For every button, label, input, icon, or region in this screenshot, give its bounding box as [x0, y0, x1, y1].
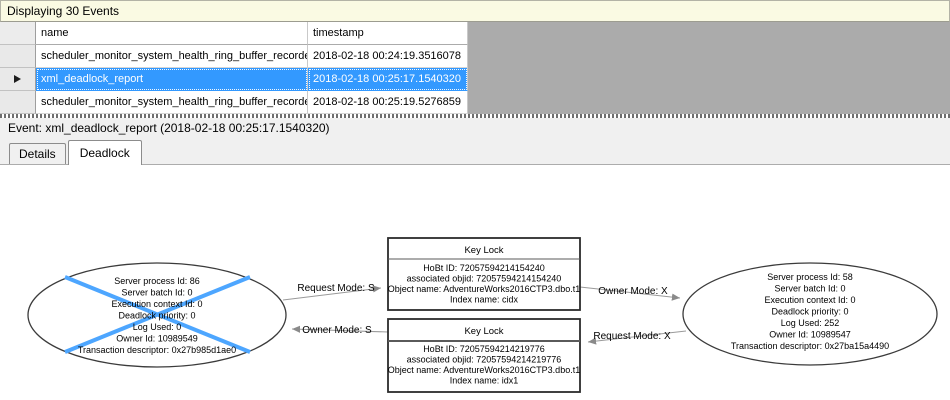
row-selector[interactable]: [0, 45, 36, 68]
owner-line: Owner Id: 10989547: [769, 330, 851, 340]
resource-node-top[interactable]: Key Lock HoBt ID: 72057594214154240 asso…: [387, 237, 581, 311]
edge-owner-mode-s: [291, 325, 389, 333]
resource-line: HoBt ID: 72057594214154240: [423, 263, 545, 273]
cell-name[interactable]: scheduler_monitor_system_health_ring_buf…: [36, 45, 308, 68]
victim-line: Server batch Id: 0: [121, 288, 192, 298]
resource-line: Index name: cidx: [450, 295, 519, 305]
event-summary-label: Event: xml_deadlock_report (2018-02-18 0…: [8, 121, 330, 135]
tab-details[interactable]: Details: [9, 143, 66, 164]
owner-line: Deadlock priority: 0: [771, 307, 848, 317]
tab-deadlock[interactable]: Deadlock: [67, 140, 142, 165]
owner-line: Transaction descriptor: 0x27ba15a4490: [731, 341, 889, 351]
victim-line: Deadlock priority: 0: [118, 311, 195, 321]
events-count-label: Displaying 30 Events: [7, 4, 120, 18]
pane-splitter-handle[interactable]: [0, 114, 950, 118]
resource-node-bottom[interactable]: Key Lock HoBt ID: 72057594214219776 asso…: [387, 318, 581, 393]
event-row[interactable]: scheduler_monitor_system_health_ring_buf…: [0, 91, 950, 114]
owner-line: Log Used: 252: [781, 318, 840, 328]
process-node-owner[interactable]: Server process Id: 58 Server batch Id: 0…: [682, 262, 938, 366]
victim-line: Transaction descriptor: 0x27b985d1ae0: [78, 345, 236, 355]
resource-title: Key Lock: [464, 326, 503, 337]
cell-timestamp[interactable]: 2018-02-18 00:25:17.1540320: [308, 68, 468, 91]
owner-line: Execution context Id: 0: [764, 295, 855, 305]
edge-request-mode-s: [282, 285, 382, 301]
column-header-timestamp-label: timestamp: [313, 27, 364, 39]
tab-details-label: Details: [19, 147, 56, 161]
cell-name[interactable]: xml_deadlock_report: [36, 68, 308, 91]
detail-tabs: Details Deadlock: [9, 138, 144, 165]
column-header-name-label: name: [41, 27, 69, 39]
resource-title: Key Lock: [464, 245, 503, 256]
victim-line: Owner Id: 10989549: [116, 334, 198, 344]
resource-line: Object name: AdventureWorks2016CTP3.dbo.…: [388, 284, 580, 294]
row-selector[interactable]: [0, 91, 36, 114]
resource-line: associated objid: 72057594214219776: [407, 355, 562, 365]
cell-timestamp[interactable]: 2018-02-18 00:24:19.3516078: [308, 45, 468, 68]
current-row-arrow-icon: [14, 75, 21, 83]
resource-line: Index name: idx1: [450, 376, 519, 386]
deadlock-graph: Server process Id: 86 Server batch Id: 0…: [27, 237, 938, 393]
edge-owner-mode-x: [579, 286, 681, 301]
owner-line: Server process Id: 58: [767, 272, 853, 282]
victim-cross-icon: [64, 275, 251, 354]
edge-request-mode-x: [587, 330, 687, 345]
grid-corner-cell[interactable]: [0, 22, 36, 45]
events-grid: name timestamp scheduler_monitor_system_…: [0, 22, 950, 114]
victim-line: Execution context Id: 0: [111, 299, 202, 309]
edge-request-mode-s-label: Request Mode: S: [297, 283, 375, 294]
column-header-name[interactable]: name: [36, 22, 308, 45]
edge-owner-mode-s-label: Owner Mode: S: [302, 325, 372, 336]
events-count-bar: Displaying 30 Events: [0, 0, 950, 22]
resource-line: HoBt ID: 72057594214219776: [423, 344, 545, 354]
tab-deadlock-label: Deadlock: [79, 146, 130, 160]
event-row-selected[interactable]: xml_deadlock_report 2018-02-18 00:25:17.…: [0, 68, 950, 91]
owner-line: Server batch Id: 0: [774, 284, 845, 294]
resource-line: associated objid: 72057594214154240: [407, 274, 562, 284]
cell-name[interactable]: scheduler_monitor_system_health_ring_buf…: [36, 91, 308, 114]
event-row[interactable]: scheduler_monitor_system_health_ring_buf…: [0, 45, 950, 68]
process-node-victim[interactable]: Server process Id: 86 Server batch Id: 0…: [27, 262, 287, 368]
edge-owner-mode-x-label: Owner Mode: X: [598, 286, 668, 297]
victim-line: Server process Id: 86: [114, 276, 200, 286]
edge-request-mode-x-label: Request Mode: X: [593, 331, 671, 342]
resource-line: Object name: AdventureWorks2016CTP3.dbo.…: [388, 365, 580, 375]
column-header-timestamp[interactable]: timestamp: [308, 22, 468, 45]
victim-line: Log Used: 0: [133, 322, 182, 332]
cell-timestamp[interactable]: 2018-02-18 00:25:19.5276859: [308, 91, 468, 114]
row-selector[interactable]: [0, 68, 36, 91]
grid-header-row: name timestamp: [0, 22, 950, 45]
